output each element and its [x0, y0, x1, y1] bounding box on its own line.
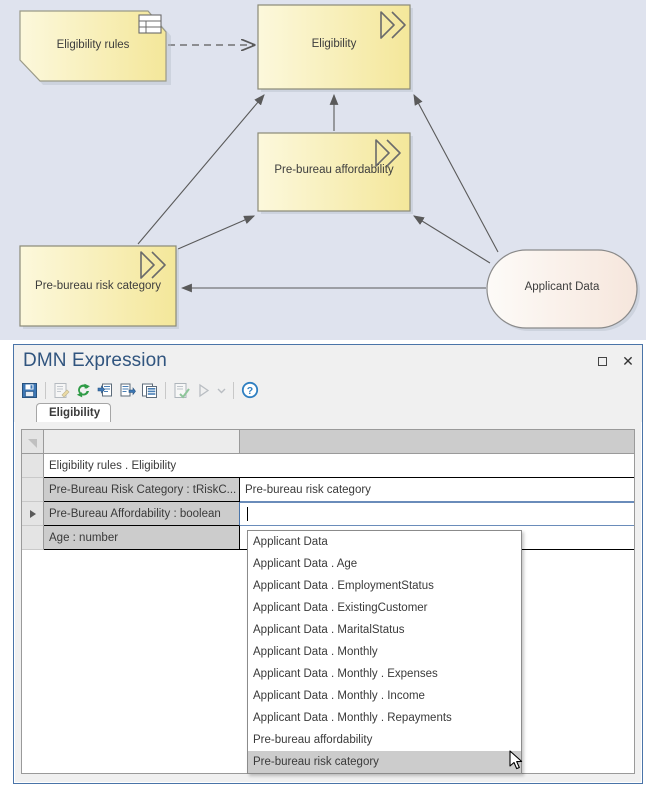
dialog-titlebar[interactable]: DMN Expression ✕: [14, 345, 642, 377]
list-item[interactable]: Pre-bureau affordability: [253, 734, 373, 746]
text-caret: [247, 507, 248, 521]
dialog-title: DMN Expression: [23, 350, 167, 371]
connection-risk-to-eligibility: [137, 94, 265, 245]
row-name-cell[interactable]: Pre-Bureau Risk Category : tRiskC...: [44, 478, 240, 502]
node-pre-bureau-risk-category-shape: [19, 245, 179, 329]
edit-expression-button[interactable]: [51, 380, 72, 401]
list-item[interactable]: Applicant Data . Age: [253, 558, 358, 570]
refresh-button[interactable]: [73, 380, 94, 401]
close-icon: ✕: [622, 353, 634, 369]
grid-header-row: [22, 430, 634, 454]
dmn-diagram-canvas[interactable]: Eligibility rules Eligibility Pre-bureau…: [0, 0, 646, 340]
tab-eligibility[interactable]: Eligibility: [36, 403, 112, 422]
copy-table-button[interactable]: [139, 380, 160, 401]
toolbar-separator: [45, 381, 46, 399]
row-name-cell[interactable]: Pre-Bureau Affordability : boolean: [44, 502, 240, 526]
grid-header-name[interactable]: [44, 430, 240, 454]
refresh-icon: [76, 383, 90, 397]
dialog-toolbar[interactable]: ?: [14, 377, 642, 403]
export-icon: [120, 383, 136, 396]
close-button[interactable]: ✕: [620, 353, 636, 369]
help-button[interactable]: ?: [239, 380, 260, 401]
list-item[interactable]: Applicant Data . Monthly . Income: [253, 690, 425, 702]
diagram-svg: [19, 4, 640, 331]
row-indicator-active[interactable]: [22, 502, 44, 526]
copy-table-icon: [142, 383, 157, 398]
corner-triangle-icon: [28, 438, 37, 448]
table-row-active[interactable]: Pre-Bureau Affordability : boolean: [22, 502, 634, 526]
row-indicator[interactable]: [22, 526, 44, 550]
decision-table-icon: [138, 14, 162, 34]
export-button[interactable]: [117, 380, 138, 401]
table-row[interactable]: Eligibility rules . Eligibility: [22, 454, 634, 478]
page-bottom-strip: [0, 784, 646, 787]
connection-risk-to-affordability: [177, 215, 256, 250]
save-icon: [22, 382, 37, 398]
grid-header-value[interactable]: [240, 430, 634, 454]
list-item[interactable]: Applicant Data . Monthly: [253, 646, 378, 658]
toolbar-separator: [165, 381, 166, 399]
connection-applicant-to-eligibility: [413, 94, 499, 253]
run-button[interactable]: [193, 380, 214, 401]
list-item[interactable]: Applicant Data . ExistingCustomer: [253, 602, 428, 614]
node-applicant-data-shape: [486, 249, 640, 331]
validate-button[interactable]: [171, 380, 192, 401]
run-dropdown-button[interactable]: [215, 380, 228, 401]
save-button[interactable]: [19, 380, 40, 401]
row-value-cell[interactable]: [240, 454, 634, 478]
expression-input[interactable]: [240, 502, 634, 526]
run-icon: [199, 383, 210, 397]
list-item[interactable]: Applicant Data . MaritalStatus: [253, 624, 405, 636]
list-item-selected[interactable]: Pre-bureau risk category: [248, 751, 521, 773]
toolbar-separator: [233, 381, 234, 399]
tabstrip[interactable]: Eligibility: [14, 403, 642, 422]
svg-text:?: ?: [246, 385, 252, 397]
autocomplete-dropdown[interactable]: Applicant Data Applicant Data . Age Appl…: [247, 530, 522, 774]
validate-icon: [174, 382, 190, 399]
window-controls: ✕: [594, 345, 636, 377]
tab-label: Eligibility: [49, 407, 101, 419]
connection-applicant-to-affordability: [413, 215, 491, 264]
row-name-cell[interactable]: Eligibility rules . Eligibility: [44, 454, 240, 478]
row-indicator[interactable]: [22, 478, 44, 502]
row-name-cell[interactable]: Age : number: [44, 526, 240, 550]
grid-corner-cell[interactable]: [22, 430, 44, 454]
edit-expression-icon: [54, 382, 70, 398]
node-eligibility-shape: [257, 4, 413, 92]
list-item[interactable]: Applicant Data . Monthly . Expenses: [253, 668, 438, 680]
chevron-double-right-icon: [375, 139, 401, 167]
row-value-cell[interactable]: Pre-bureau risk category: [240, 478, 634, 502]
chevron-double-right-icon: [140, 251, 166, 279]
restore-icon: [597, 356, 607, 366]
list-item[interactable]: Applicant Data . EmploymentStatus: [253, 580, 434, 592]
table-row[interactable]: Pre-Bureau Risk Category : tRiskC... Pre…: [22, 478, 634, 502]
help-icon: ?: [241, 381, 258, 399]
row-arrow-icon: [29, 509, 36, 518]
node-pre-bureau-affordability-shape: [257, 132, 413, 214]
node-eligibility-rules-shape: [19, 10, 171, 85]
list-item[interactable]: Applicant Data: [253, 536, 328, 548]
row-indicator[interactable]: [22, 454, 44, 478]
list-item[interactable]: Applicant Data . Monthly . Repayments: [253, 712, 452, 724]
restore-button[interactable]: [594, 353, 610, 369]
import-button[interactable]: [95, 380, 116, 401]
chevron-down-icon: [217, 388, 226, 393]
chevron-double-right-icon: [380, 11, 406, 39]
import-icon: [97, 383, 112, 396]
